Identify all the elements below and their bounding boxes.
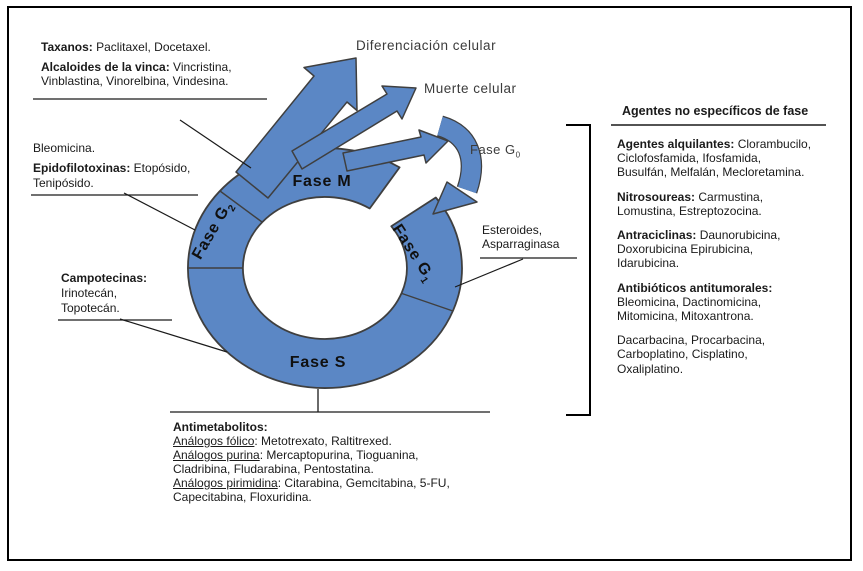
- label-fase-g0: Fase G0: [470, 142, 521, 160]
- text-line: Mitomicina, Mitoxantrona.: [617, 309, 754, 324]
- antimetabolitos-box: Antimetabolitos: Análogos fólico: Metotr…: [173, 420, 450, 504]
- text-line: Análogos purina: Mercaptopurina, Tioguan…: [173, 448, 419, 462]
- bleomicina-box: Bleomicina. Epidofilotoxinas: Etopósido,…: [33, 141, 190, 191]
- arrow-g0-return: [436, 116, 481, 194]
- arrow-diferenciacion: [235, 57, 358, 199]
- arrow-fase-g0: [342, 129, 449, 172]
- campotecinas-box: Campotecinas: Irinotecán, Topotecán.: [61, 271, 147, 316]
- label-fase-g0-text: Fase G: [470, 142, 516, 157]
- ring-label-fase-m-text: Fase M: [292, 173, 352, 190]
- drug-group-otros: Dacarbacina, Procarbacina, Carboplatino,…: [617, 333, 811, 376]
- text-line: Análogos pirimidina: Citarabina, Gemcita…: [173, 476, 450, 490]
- text-line: Antibióticos antitumorales:: [617, 280, 773, 295]
- right-panel-title: Agentes no específicos de fase: [622, 104, 809, 118]
- text-line: Antimetabolitos:: [173, 420, 268, 434]
- text-line: Oxaliplatino.: [617, 361, 684, 376]
- text-line: Cladribina, Fludarabina, Pentostatina.: [173, 462, 374, 476]
- label-diferenciacion-celular: Diferenciación celular: [356, 38, 496, 53]
- cell-cycle-ring: [187, 147, 463, 389]
- label-diferenciacion-text: Diferenciación celular: [356, 38, 497, 53]
- text-line: Idarubicina.: [617, 256, 680, 271]
- ring-label-fase-s: Fase S: [290, 354, 346, 372]
- text-line: Ciclofosfamida, Ifosfamida,: [617, 151, 762, 166]
- arrow-g0-return-head: [432, 181, 478, 215]
- drug-group-antraciclinas: Antraciclinas: Daunorubicina, Doxorubici…: [617, 228, 811, 271]
- connector-campotecinas: [119, 318, 228, 353]
- text-line: Bleomicina.: [33, 141, 96, 155]
- right-panel: Agentes alquilantes: Clorambucilo, Ciclo…: [617, 137, 811, 386]
- text-line: Tenipósido.: [33, 176, 94, 190]
- text-line: Dacarbacina, Procarbacina,: [617, 333, 766, 348]
- text-line: Alcaloides de la vinca: Vincristina,: [41, 60, 232, 74]
- text-line: Vinblastina, Vinorelbina, Vindesina.: [41, 74, 229, 88]
- drug-group-antibioticos: Antibióticos antitumorales: Bleomicina, …: [617, 281, 811, 324]
- diagram-border: [7, 6, 852, 561]
- drug-group-nitrosoureas: Nitrosoureas: Carmustina, Lomustina, Est…: [617, 190, 811, 218]
- label-fase-g0-sub: 0: [515, 150, 521, 160]
- text-line: Topotecán.: [61, 301, 120, 315]
- connector-bleomicina: [123, 192, 196, 231]
- text-line: Antraciclinas: Daunorubicina,: [617, 228, 781, 243]
- label-muerte-celular: Muerte celular: [424, 81, 517, 96]
- text-line: Busulfán, Melfalán, Mecloretamina.: [617, 165, 805, 180]
- text-line: Esteroides,: [482, 223, 543, 237]
- ring-divider-g2-m: [219, 190, 263, 223]
- ring-label-fase-m: Fase M: [292, 173, 351, 191]
- connector-taxanos: [179, 119, 252, 169]
- label-muerte-text: Muerte celular: [424, 81, 517, 96]
- arrow-muerte: [291, 85, 417, 170]
- text-line: Análogos fólico: Metotrexato, Raltitrexe…: [173, 434, 392, 448]
- text-line: Carboplatino, Cisplatino,: [617, 347, 748, 362]
- text-line: Asparraginasa: [482, 237, 560, 251]
- text-line: Bleomicina, Dactinomicina,: [617, 294, 762, 309]
- drug-group-alquilantes: Agentes alquilantes: Clorambucilo, Ciclo…: [617, 137, 811, 180]
- text-line: Capecitabina, Floxuridina.: [173, 490, 312, 504]
- text-line: Lomustina, Estreptozocina.: [617, 203, 762, 218]
- taxanos-box: Taxanos: Paclitaxel, Docetaxel. Alcaloid…: [41, 40, 232, 88]
- text-line: Epidofilotoxinas: Etopósido,: [33, 161, 191, 175]
- connector-esteroides: [454, 258, 524, 288]
- text-line: Campotecinas:: [61, 271, 148, 285]
- esteroides-box: Esteroides, Asparraginasa: [482, 223, 559, 251]
- text-line: Doxorubicina Epirubicina,: [617, 242, 754, 257]
- text-line: Nitrosoureas: Carmustina,: [617, 189, 764, 204]
- text-line: Agentes alquilantes: Clorambucilo,: [617, 137, 812, 151]
- ring-divider-g1-s: [401, 292, 454, 312]
- ring-label-fase-s-text: Fase S: [289, 354, 347, 371]
- grouping-bracket: [566, 124, 591, 416]
- text-line: Taxanos: Paclitaxel, Docetaxel.: [41, 40, 211, 54]
- text-line: Irinotecán,: [61, 286, 118, 300]
